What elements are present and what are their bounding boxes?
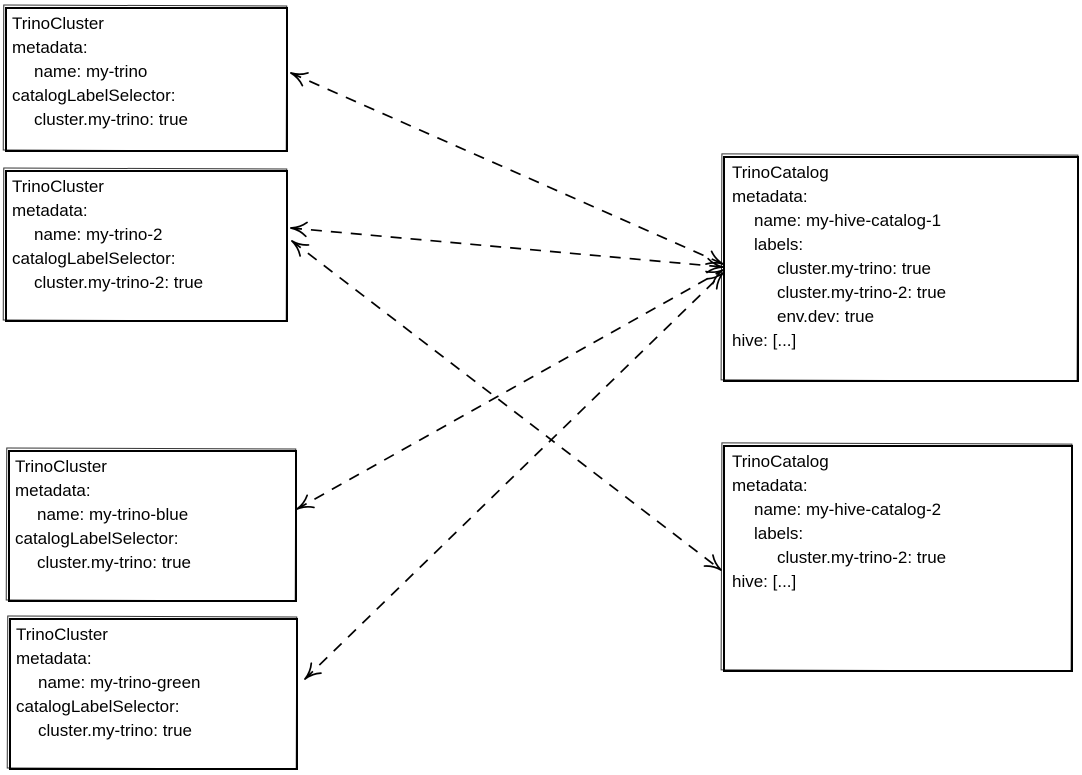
node-trinocluster-my-trino-green: TrinoCluster metadata: name: my-trino-gr… — [9, 618, 298, 770]
yaml-line: cluster.my-trino: true — [37, 553, 191, 572]
yaml-line: labels: — [754, 524, 804, 543]
yaml-line: catalogLabelSelector: — [12, 86, 176, 105]
yaml-line: name: my-hive-catalog-2 — [754, 500, 942, 519]
yaml-line: labels: — [754, 235, 804, 254]
resource-kind: TrinoCluster — [12, 177, 104, 196]
yaml-line: name: my-trino-2 — [34, 225, 163, 244]
yaml-line: cluster.my-trino-2: true — [777, 283, 947, 302]
yaml-line: metadata: — [12, 38, 88, 57]
yaml-line: metadata: — [16, 649, 92, 668]
yaml-line: catalogLabelSelector: — [15, 529, 179, 548]
yaml-line: name: my-trino-green — [38, 673, 201, 692]
yaml-line: hive: [...] — [732, 572, 797, 591]
yaml-line: cluster.my-trino: true — [38, 721, 192, 740]
node-trinocatalog-my-hive-catalog-1: TrinoCatalog metadata: name: my-hive-cat… — [723, 156, 1079, 382]
node-trinocluster-my-trino-blue: TrinoCluster metadata: name: my-trino-bl… — [8, 450, 297, 602]
resource-kind: TrinoCatalog — [732, 163, 829, 182]
yaml-line: cluster.my-trino-2: true — [34, 273, 204, 292]
yaml-line: catalogLabelSelector: — [16, 697, 180, 716]
yaml-line: name: my-trino — [34, 62, 148, 81]
yaml-line: cluster.my-trino: true — [777, 259, 931, 278]
resource-kind: TrinoCatalog — [732, 452, 829, 471]
yaml-line: name: my-trino-blue — [37, 505, 189, 524]
node-trinocluster-my-trino-2: TrinoCluster metadata: name: my-trino-2 … — [5, 170, 288, 322]
yaml-line: metadata: — [12, 201, 88, 220]
node-trinocatalog-my-hive-catalog-2: TrinoCatalog metadata: name: my-hive-cat… — [723, 445, 1073, 672]
yaml-line: catalogLabelSelector: — [12, 249, 176, 268]
node-trinocluster-my-trino: TrinoCluster metadata: name: my-trino ca… — [5, 7, 288, 152]
yaml-line: env.dev: true — [777, 307, 875, 326]
yaml-line: hive: [...] — [732, 331, 797, 350]
yaml-line: metadata: — [15, 481, 91, 500]
yaml-line: metadata: — [732, 476, 808, 495]
yaml-line: cluster.my-trino-2: true — [777, 548, 947, 567]
yaml-line: metadata: — [732, 187, 808, 206]
yaml-line: cluster.my-trino: true — [34, 110, 188, 129]
resource-kind: TrinoCluster — [12, 14, 104, 33]
resource-kind: TrinoCluster — [16, 625, 108, 644]
resource-kind: TrinoCluster — [15, 457, 107, 476]
yaml-line: name: my-hive-catalog-1 — [754, 211, 942, 230]
